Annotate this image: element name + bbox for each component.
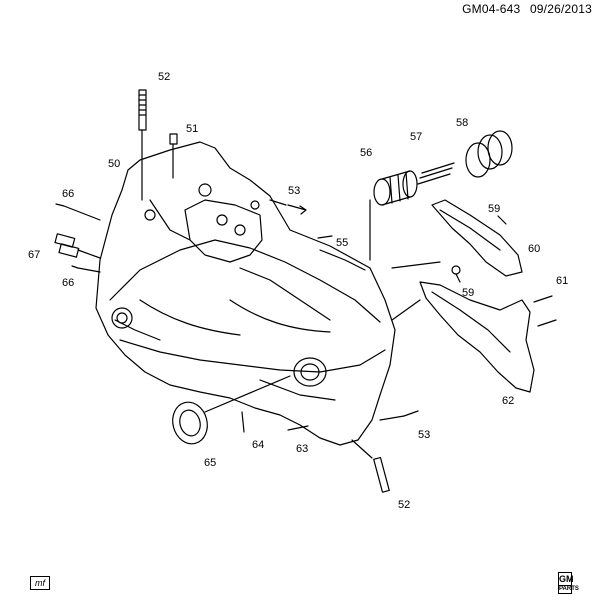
- stud-52-top-threads: [138, 94, 147, 116]
- gm-logo: GM PARTS: [558, 572, 579, 594]
- seal-65: [172, 401, 208, 445]
- bolt-53-top: [287, 204, 307, 215]
- callout-58: 58: [456, 117, 468, 129]
- callout-60: 60: [528, 243, 540, 255]
- leader-52-bottom: [351, 439, 373, 459]
- leader-59-bottom: [455, 273, 461, 283]
- bolt-61-b: [537, 319, 557, 327]
- bolt-66-top: [55, 203, 101, 221]
- leader-53-top: [269, 199, 287, 206]
- case-rib-1: [139, 299, 241, 336]
- ring-58-b: [477, 134, 503, 170]
- transmission-case: [95, 141, 396, 446]
- piston-56-body: [381, 170, 411, 206]
- callout-52-bottom: 52: [398, 499, 410, 511]
- case-rib-3: [149, 199, 191, 241]
- callout-65: 65: [204, 457, 216, 469]
- top-boss-3: [234, 224, 246, 236]
- stud-52-bottom: [373, 456, 390, 493]
- bolt-61-a: [533, 295, 553, 303]
- case-detail-2: [259, 379, 336, 401]
- diagram-header: GM04-643 09/26/2013: [456, 2, 592, 16]
- shield-60-ridge: [439, 209, 501, 251]
- callout-56: 56: [360, 147, 372, 159]
- callout-50: 50: [108, 158, 120, 170]
- case-detail-4: [319, 249, 366, 271]
- callout-67: 67: [28, 249, 40, 261]
- callout-55: 55: [336, 237, 348, 249]
- leader-65: [204, 375, 291, 413]
- leader-59-top: [497, 215, 507, 225]
- pins-57: [417, 162, 455, 185]
- seal-65-inner: [179, 409, 201, 437]
- callout-51: 51: [186, 123, 198, 135]
- callout-59-top: 59: [488, 203, 500, 215]
- callout-62: 62: [502, 395, 514, 407]
- bracket-62: [419, 281, 535, 393]
- callout-61: 61: [556, 275, 568, 287]
- case-detail-1: [239, 267, 331, 321]
- case-lower-ridge: [119, 339, 386, 373]
- stud-64: [241, 411, 245, 433]
- bolt-55: [317, 235, 333, 239]
- callout-63: 63: [296, 443, 308, 455]
- bracket-62-ridge: [431, 291, 511, 353]
- piston-56: [373, 178, 391, 206]
- callout-53-top: 53: [288, 185, 300, 197]
- callout-66-bottom: 66: [62, 277, 74, 289]
- bolt-63: [287, 425, 309, 431]
- axle-bore: [293, 357, 327, 387]
- callout-52-top: 52: [158, 71, 170, 83]
- bolt-53-bottom: [403, 410, 419, 417]
- left-bore-inner: [116, 312, 128, 324]
- callout-57: 57: [410, 131, 422, 143]
- top-boss-5: [144, 209, 156, 221]
- left-bore: [111, 307, 133, 329]
- ring-58-c: [487, 130, 513, 166]
- case-top-valve-body: [184, 199, 263, 263]
- top-boss-2: [216, 214, 228, 226]
- ring-58-a: [465, 142, 491, 178]
- leader-62-link: [391, 299, 421, 321]
- shield-60: [431, 199, 523, 277]
- case-inner-ridge: [109, 239, 381, 323]
- plug-51: [169, 133, 178, 145]
- diagram-date: 09/26/2013: [529, 2, 592, 16]
- leader-67: [77, 249, 101, 259]
- diagram-id: GM04-643: [462, 2, 521, 16]
- callout-53-bottom: 53: [418, 429, 430, 441]
- artist-initials-box: mf: [30, 576, 50, 590]
- case-rib-2: [229, 299, 331, 333]
- callout-66-top: 66: [62, 188, 74, 200]
- top-boss-1: [198, 183, 212, 197]
- axle-bore-inner: [300, 363, 320, 381]
- bolt-66-bottom: [71, 265, 101, 273]
- callout-64: 64: [252, 439, 264, 451]
- clip-59: [451, 265, 461, 275]
- piston-56-end: [402, 170, 418, 198]
- top-boss-4: [250, 200, 260, 210]
- sensor-67-b: [58, 243, 80, 258]
- leader-53-bottom: [379, 415, 405, 421]
- gm-logo-subtext: PARTS: [559, 586, 579, 592]
- gm-logo-text: GM: [559, 574, 574, 586]
- callout-59-bottom: 59: [462, 287, 474, 299]
- leader-60-link: [391, 261, 441, 269]
